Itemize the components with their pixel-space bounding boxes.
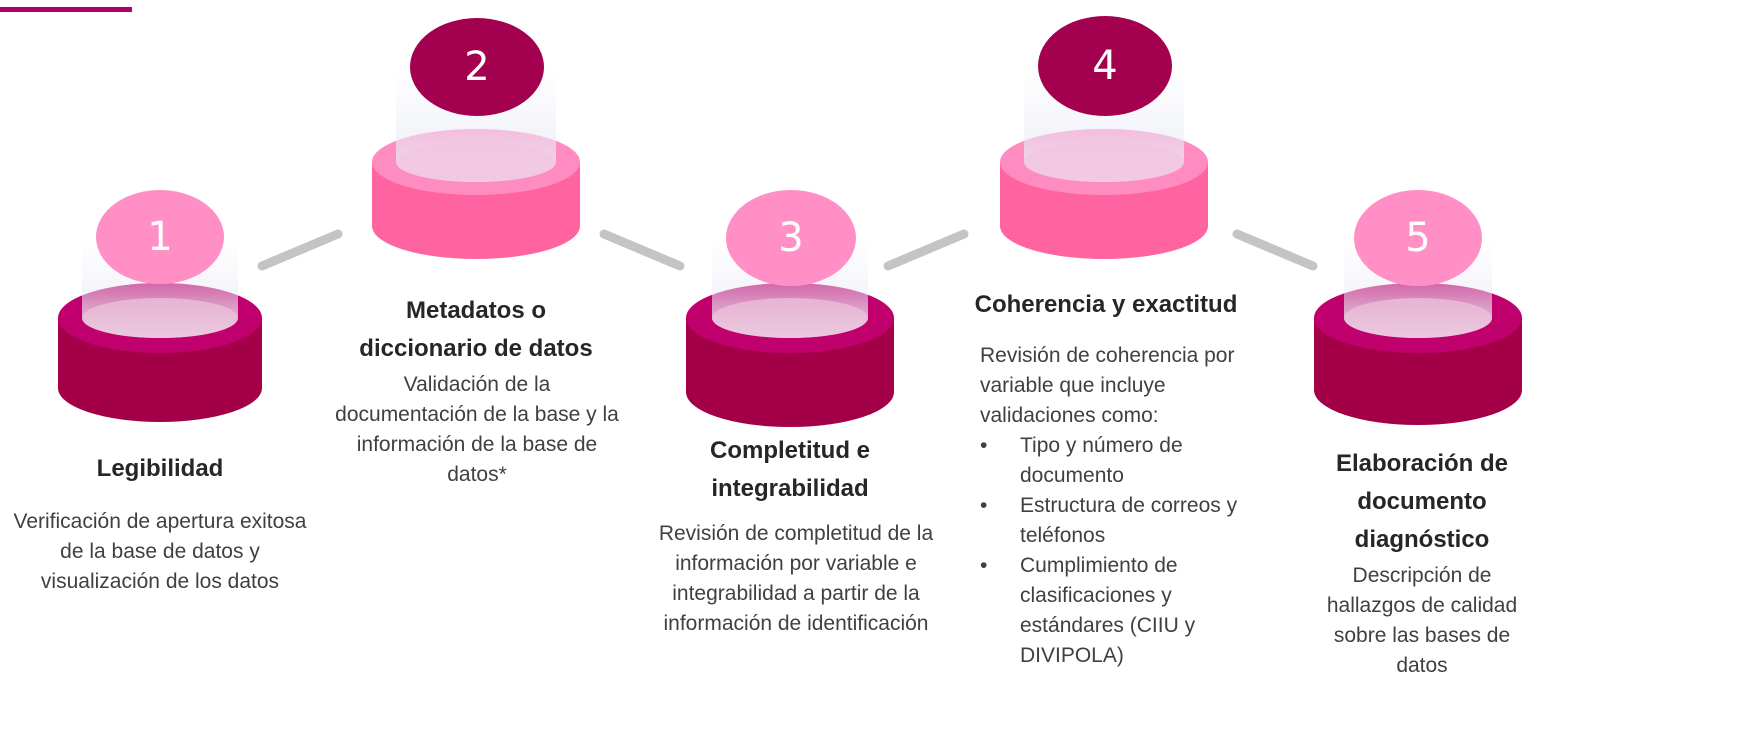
step-4-bullet-list: Tipo y número de documento Estructura de… — [976, 431, 1266, 671]
step-2-title: Metadatos o diccionario de datos — [359, 297, 593, 362]
step-4-title: Coherencia y exactitud — [974, 291, 1238, 318]
step-2-number: 2 — [464, 44, 490, 90]
connector-1-2 — [257, 229, 343, 271]
step-5: 5 Elaboración de documento diagnóstico D… — [1290, 0, 1754, 746]
step-4-bullet: Estructura de correos y teléfonos — [976, 491, 1266, 551]
step-4-number: 4 — [1092, 43, 1118, 89]
connector-2-3 — [599, 229, 685, 271]
step-2: 2 Metadatos o diccionario de datos Valid… — [310, 0, 650, 746]
step-1: 1 Legibilidad Verificación de apertura e… — [0, 0, 330, 746]
step-5-number: 5 — [1405, 215, 1431, 261]
step-3-number: 3 — [778, 215, 804, 261]
step-2-number-bubble: 2 — [410, 18, 544, 116]
connector-4-5 — [1232, 229, 1318, 271]
step-1-description: Verificación de apertura exitosa de la b… — [13, 510, 307, 593]
step-5-number-bubble: 5 — [1354, 190, 1482, 286]
accent-bar — [0, 7, 132, 12]
step-4-number-bubble: 4 — [1038, 16, 1172, 116]
step-3-title: Completitud e integrabilidad — [710, 437, 870, 502]
step-4-description: Revisión de coherencia por variable que … — [980, 344, 1235, 427]
step-5-description: Descripción de hallazgos de calidad sobr… — [1326, 564, 1518, 677]
step-1-title: Legibilidad — [96, 455, 224, 482]
step-3-description: Revisión de completitud de la informació… — [658, 522, 934, 635]
step-3-number-bubble: 3 — [726, 190, 856, 286]
step-4: 4 Coherencia y exactitud Revisión de coh… — [950, 0, 1290, 746]
step-3: 3 Completitud e integrabilidad Revisión … — [640, 0, 970, 746]
step-4-bullet: Cumplimiento de clasificaciones y estánd… — [976, 551, 1266, 671]
step-4-bullet: Tipo y número de documento — [976, 431, 1266, 491]
step-2-description: Validación de la documentación de la bas… — [335, 373, 619, 486]
step-1-number-bubble: 1 — [96, 190, 224, 284]
step-5-title: Elaboración de documento diagnóstico — [1335, 450, 1509, 553]
connector-3-4 — [883, 229, 969, 271]
step-1-number: 1 — [147, 214, 173, 260]
